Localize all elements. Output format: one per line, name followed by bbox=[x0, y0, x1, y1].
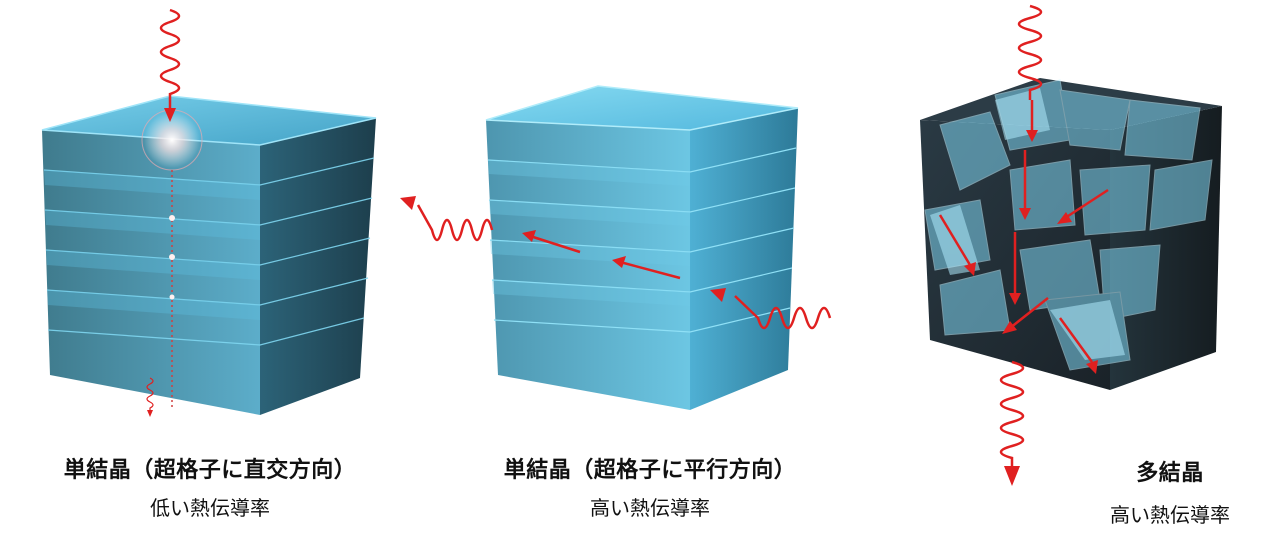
figure-single-crystal-parallel bbox=[390, 0, 850, 440]
caption-polycrystal: 多結晶 高い熱伝導率 bbox=[1070, 455, 1270, 528]
cube-parallel-illustration bbox=[400, 85, 832, 410]
caption-single-crystal-perpendicular: 単結晶（超格子に直交方向） 低い熱伝導率 bbox=[20, 452, 400, 521]
cube-polycrystal-illustration bbox=[920, 4, 1222, 486]
caption-single-crystal-parallel: 単結晶（超格子に平行方向） 高い熱伝導率 bbox=[460, 452, 840, 521]
figure-title: 単結晶（超格子に直交方向） bbox=[63, 458, 357, 483]
figure-subtitle: 高い熱伝導率 bbox=[590, 496, 710, 520]
figure-title: 多結晶 bbox=[1136, 461, 1204, 486]
figure-single-crystal-perpendicular bbox=[20, 0, 410, 440]
figure-title: 単結晶（超格子に平行方向） bbox=[503, 458, 797, 483]
cube-perpendicular-illustration bbox=[41, 8, 377, 417]
figure-subtitle: 高い熱伝導率 bbox=[1110, 503, 1230, 527]
figure-subtitle: 低い熱伝導率 bbox=[150, 496, 270, 520]
figure-polycrystal bbox=[900, 0, 1240, 500]
